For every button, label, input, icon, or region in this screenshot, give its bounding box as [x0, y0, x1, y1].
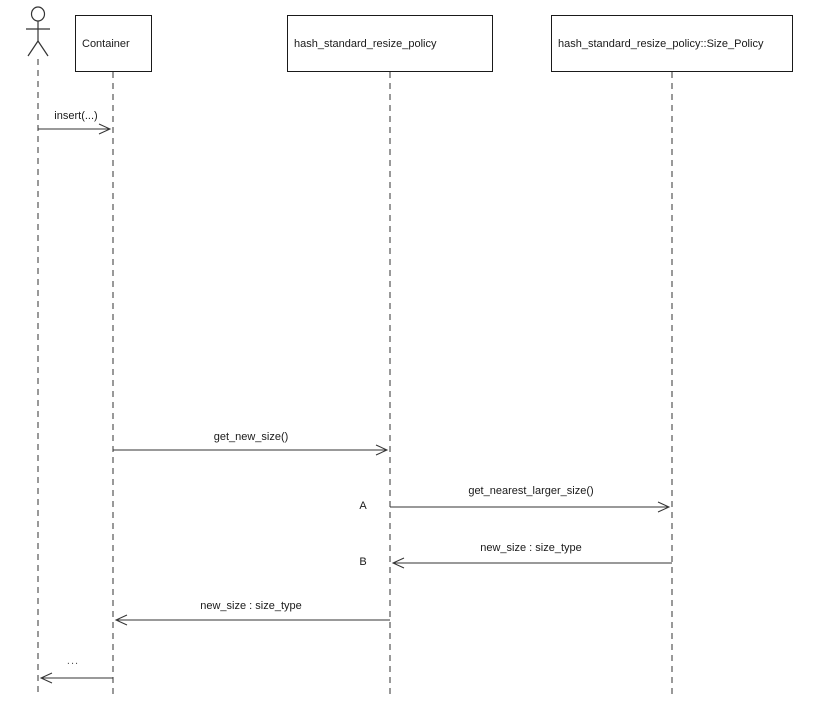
participant-size-policy: hash_standard_resize_policy::Size_Policy — [551, 15, 793, 72]
message-label-get-new-size: get_new_size() — [213, 431, 289, 443]
message-label-new-size-return-1: new_size : size_type — [480, 542, 582, 554]
marker-b: B — [359, 556, 367, 568]
participant-container-label: Container — [82, 37, 130, 50]
actor-icon — [26, 6, 50, 57]
message-label-new-size-return-2: new_size : size_type — [200, 600, 302, 612]
participant-container: Container — [75, 15, 152, 72]
message-label-ellipsis: ... — [66, 655, 80, 667]
message-label-get-nearest-larger-size: get_nearest_larger_size() — [468, 485, 594, 497]
message-label-insert: insert(...) — [54, 110, 98, 122]
participant-size-policy-label: hash_standard_resize_policy::Size_Policy — [558, 37, 764, 50]
participant-resize-policy-label: hash_standard_resize_policy — [294, 37, 437, 50]
participant-resize-policy: hash_standard_resize_policy — [287, 15, 493, 72]
marker-a: A — [359, 500, 367, 512]
